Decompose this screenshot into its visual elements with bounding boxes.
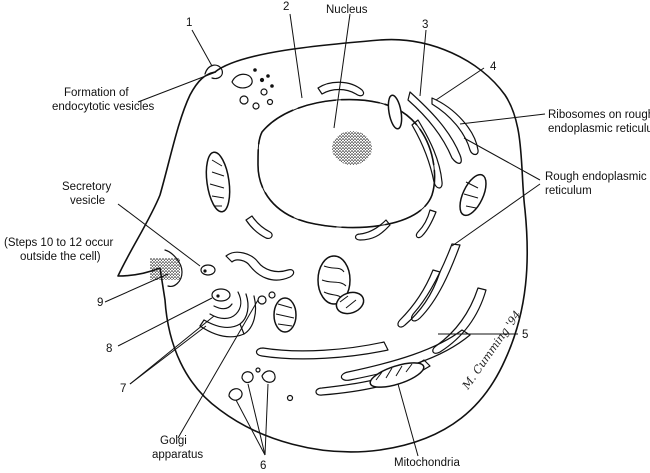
- label-nucleus: Nucleus: [326, 4, 368, 16]
- label-number-3: 3: [422, 19, 428, 31]
- vesicles-6: [228, 367, 294, 402]
- label-ribosomes-line1: Ribosomes on rough: [548, 109, 650, 121]
- cell-membrane: [117, 38, 529, 453]
- mitochondrion-5: [273, 297, 297, 333]
- label-number-4: 4: [490, 61, 497, 73]
- label-steps-line2: outside the cell): [20, 251, 101, 263]
- golgi-apparatus: [199, 291, 257, 338]
- mitochondria: [205, 94, 487, 388]
- label-number-2: 2: [283, 1, 289, 13]
- nuclear-envelope: [257, 98, 436, 229]
- label-number-6: 6: [260, 460, 266, 472]
- label-number-5: 5: [522, 329, 528, 341]
- leader-lines: [104, 13, 546, 457]
- label-secretory-line1: Secretory: [62, 181, 111, 193]
- nucleus: [257, 98, 436, 229]
- label-endocytotic-line2: endocytotic vesicles: [52, 101, 155, 113]
- label-mitochondria: Mitochondria: [394, 457, 460, 469]
- mitochondrion-2: [459, 173, 487, 217]
- label-number-8: 8: [106, 343, 112, 355]
- nucleolus: [332, 131, 372, 165]
- mitochondrion-3: [317, 255, 351, 305]
- label-ribosomes-line2: endoplasmic reticulum: [548, 123, 650, 135]
- mitochondrion-6: [369, 362, 425, 388]
- artist-signature: M. Cumming '94: [459, 308, 523, 392]
- endocytotic-vesicles: [231, 68, 274, 110]
- label-number-7: 7: [120, 383, 126, 395]
- label-golgi-line1: Golgi: [160, 435, 187, 447]
- secretory-vesicles: [200, 264, 276, 305]
- label-endocytotic-line1: Formation of: [64, 87, 129, 99]
- label-secretory-line2: vesicle: [70, 195, 105, 207]
- mitochondrion-1: [205, 151, 231, 213]
- mitochondrion-4: [335, 291, 365, 315]
- label-rough-er-line1: Rough endoplasmic: [545, 171, 647, 183]
- endocytosis-pit: [204, 64, 223, 80]
- exocytosis-secretion: [150, 258, 180, 280]
- exocytosis-opening: [164, 249, 183, 287]
- label-number-1: 1: [186, 17, 192, 29]
- mitochondrion-7: [387, 94, 403, 130]
- label-golgi-line2: apparatus: [152, 449, 203, 461]
- label-rough-er-line2: reticulum: [545, 185, 592, 197]
- label-steps-line1: (Steps 10 to 12 occur: [4, 237, 113, 249]
- label-number-9: 9: [97, 297, 103, 309]
